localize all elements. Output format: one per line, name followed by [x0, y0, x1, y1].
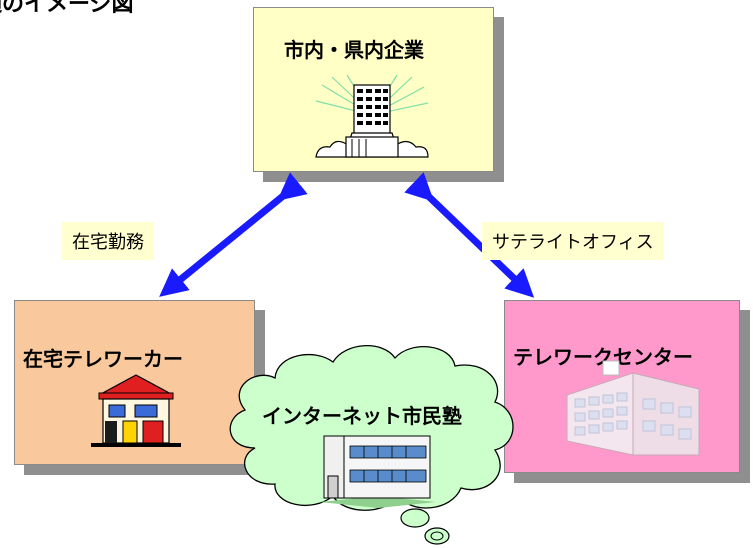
arrow-company-teleworker — [159, 172, 308, 297]
cloud-shape — [229, 345, 514, 545]
edge-label-satellite-office: サテライトオフィス — [482, 222, 664, 260]
school-building-icon — [320, 435, 436, 508]
school-label: インターネット市民塾 — [262, 404, 462, 428]
teleworker-label: 在宅テレワーカー — [23, 347, 183, 371]
arrow-company-center — [404, 172, 535, 298]
company-box: 市内・県内企業 — [253, 7, 494, 172]
house-icon — [91, 374, 181, 447]
diagram-title: 通のイメージ図 — [0, 0, 134, 17]
office-building-icon — [315, 75, 429, 158]
center-box: テレワークセンター — [504, 300, 740, 473]
company-label: 市内・県内企業 — [284, 38, 424, 62]
teleworker-box: 在宅テレワーカー — [14, 300, 255, 465]
facility-building-icon — [566, 360, 700, 456]
edge-label-telework-home: 在宅勤務 — [62, 222, 154, 260]
